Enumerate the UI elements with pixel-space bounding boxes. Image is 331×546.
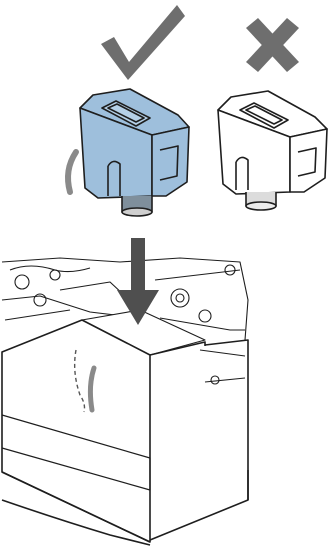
- down-arrow-icon: [117, 238, 159, 325]
- incorrect-part: [218, 91, 327, 210]
- check-icon: [101, 5, 185, 80]
- curved-arrow-icon: [68, 152, 76, 192]
- front-cover: [2, 320, 248, 545]
- correct-part: [80, 89, 189, 216]
- cross-icon: [246, 18, 299, 72]
